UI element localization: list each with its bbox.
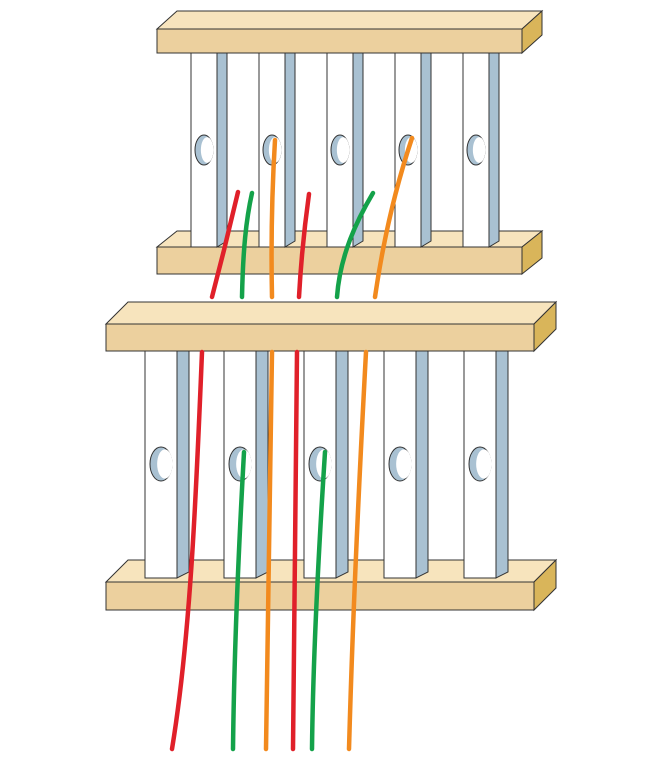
lower-slat-5-hole-inner [476,449,492,479]
wire-upper-5 [334,190,376,300]
lower-slat-3-side [335,343,349,579]
upper-slat-2-side [284,43,296,248]
wire-upper-6 [372,135,415,300]
upper-slat-3-hole-inner [336,137,350,163]
wire-lower-3 [263,349,275,752]
upper-slat-1-hole-inner [200,137,214,163]
wire-upper-2 [239,190,255,300]
upper-slat-5-side [488,43,500,248]
lower-bottom-board-front [105,581,535,611]
wire-lower-1 [169,349,205,752]
lower-heddle-frame [104,300,558,612]
lower-slat-5-side [495,343,509,579]
upper-top-board-top [155,10,544,30]
wire-upper-4 [296,191,312,300]
lower-slat-2-side [255,343,269,579]
wires-upper-section [209,135,415,300]
wire-lower-2 [230,449,247,752]
upper-slat-4-side [420,43,432,248]
wires-lower-section [169,349,369,752]
wire-lower-4 [290,349,300,752]
lower-top-board-front [105,323,535,352]
wire-lower-6 [346,349,369,752]
upper-top-board-front [156,28,523,54]
wire-upper-3 [269,137,278,300]
upper-heddle-frame [155,9,544,276]
wire-lower-5 [309,449,328,752]
wire-upper-1 [209,189,241,300]
lower-slat-4-hole-inner [396,449,412,479]
lower-slat-4-side [415,343,429,579]
upper-slat-1-side [216,43,228,248]
upper-slat-5-hole-inner [472,137,486,163]
lower-slat-1-hole-inner [157,449,173,479]
lower-slat-1-side [176,343,190,579]
lower-top-board-top [104,301,558,325]
